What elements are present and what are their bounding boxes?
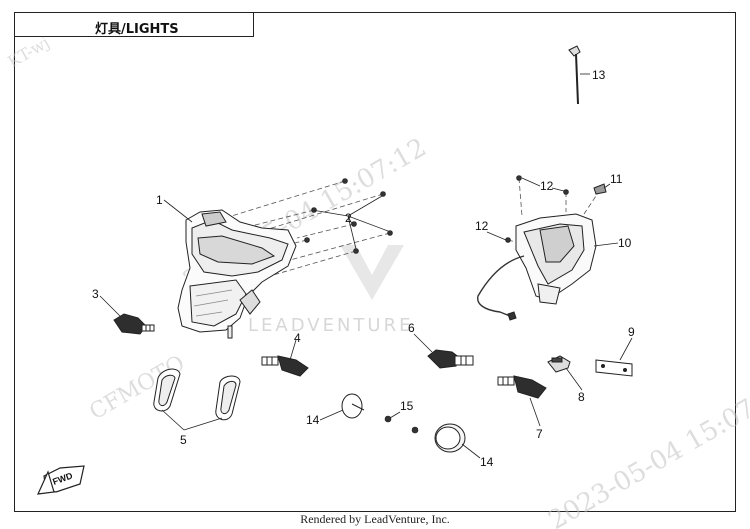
callout-15: 15	[400, 399, 414, 413]
callout-8: 8	[578, 390, 585, 404]
page-title: 灯具/LIGHTS	[95, 22, 179, 37]
round-reflectors	[341, 393, 466, 453]
front-right-turn-signal	[261, 355, 309, 377]
leadventure-logo-watermark	[340, 245, 404, 300]
front-left-turn-signal	[113, 313, 155, 335]
callout-3: 3	[92, 287, 99, 301]
diagram-frame	[14, 12, 736, 512]
callout-10: 10	[618, 236, 632, 250]
callout-11: 11	[610, 172, 623, 186]
license-lamp	[547, 355, 571, 373]
callout-14b: 14	[480, 455, 494, 469]
callout-12b: 12	[475, 219, 489, 233]
title-box	[14, 12, 254, 37]
callout-1: 1	[156, 193, 163, 207]
leader-lines	[99, 73, 633, 459]
license-bracket	[595, 359, 633, 377]
tail-light-part	[477, 213, 597, 321]
callout-13: 13	[592, 68, 606, 82]
callout-7: 7	[536, 427, 543, 441]
tail-light-screws	[505, 175, 569, 243]
rear-right-turn-signal	[497, 375, 547, 399]
callout-2: 2	[345, 211, 352, 225]
callout-14a: 14	[306, 413, 320, 427]
watermark-brand: LEADVENTURE	[248, 315, 413, 336]
watermark-corner: KT-wj	[5, 33, 53, 72]
callout-9: 9	[628, 325, 635, 339]
callout-5: 5	[180, 433, 187, 447]
callout-12a: 12	[540, 179, 554, 193]
headlight-part	[177, 209, 297, 339]
cable-tie	[568, 45, 581, 105]
callout-labels: 1 2 3 4 5 6 7 8 9 10 11 12 12 13 14 14 1…	[92, 68, 635, 469]
footer-credit: Rendered by LeadVenture, Inc.	[300, 512, 450, 526]
watermark-timestamp-2: 2023-05-04 15:07:12	[544, 373, 750, 529]
tail-light-clip	[593, 183, 607, 195]
rear-left-turn-signal	[427, 349, 474, 369]
headlight-screws	[304, 178, 393, 254]
reflectors	[153, 368, 241, 421]
nuts	[384, 415, 419, 434]
fwd-arrow: FWD	[37, 465, 85, 495]
watermarks: KT-wj 2023-05-04 15:07:12 2023-05-04 15:…	[5, 33, 750, 529]
callout-6: 6	[408, 321, 415, 335]
callout-4: 4	[294, 331, 301, 345]
